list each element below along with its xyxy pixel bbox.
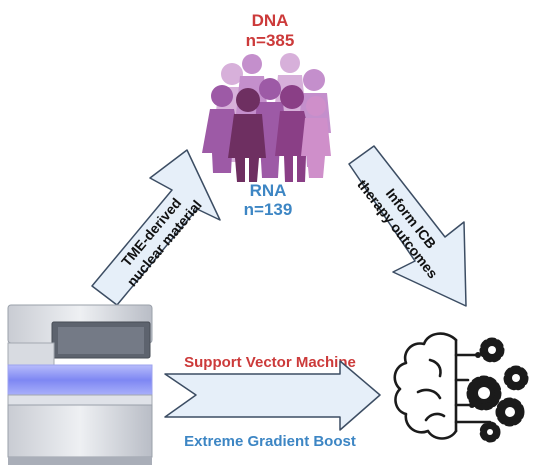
dna-count: n=385 <box>246 31 295 50</box>
horizontal-arrow <box>164 360 381 431</box>
right-arrow: Inform ICB therapy outcomes <box>348 145 467 307</box>
sequencer-icon <box>7 304 153 465</box>
rna-count: n=139 <box>244 200 293 219</box>
people-group-icon <box>202 53 331 182</box>
svm-label: Support Vector Machine <box>184 354 356 371</box>
dna-label: DNA <box>252 11 289 30</box>
left-arrow: TME-derived nuclear material <box>91 149 221 306</box>
brain-gears-icon <box>393 332 529 443</box>
xgb-label: Extreme Gradient Boost <box>184 433 356 450</box>
rna-label: RNA <box>250 181 287 200</box>
